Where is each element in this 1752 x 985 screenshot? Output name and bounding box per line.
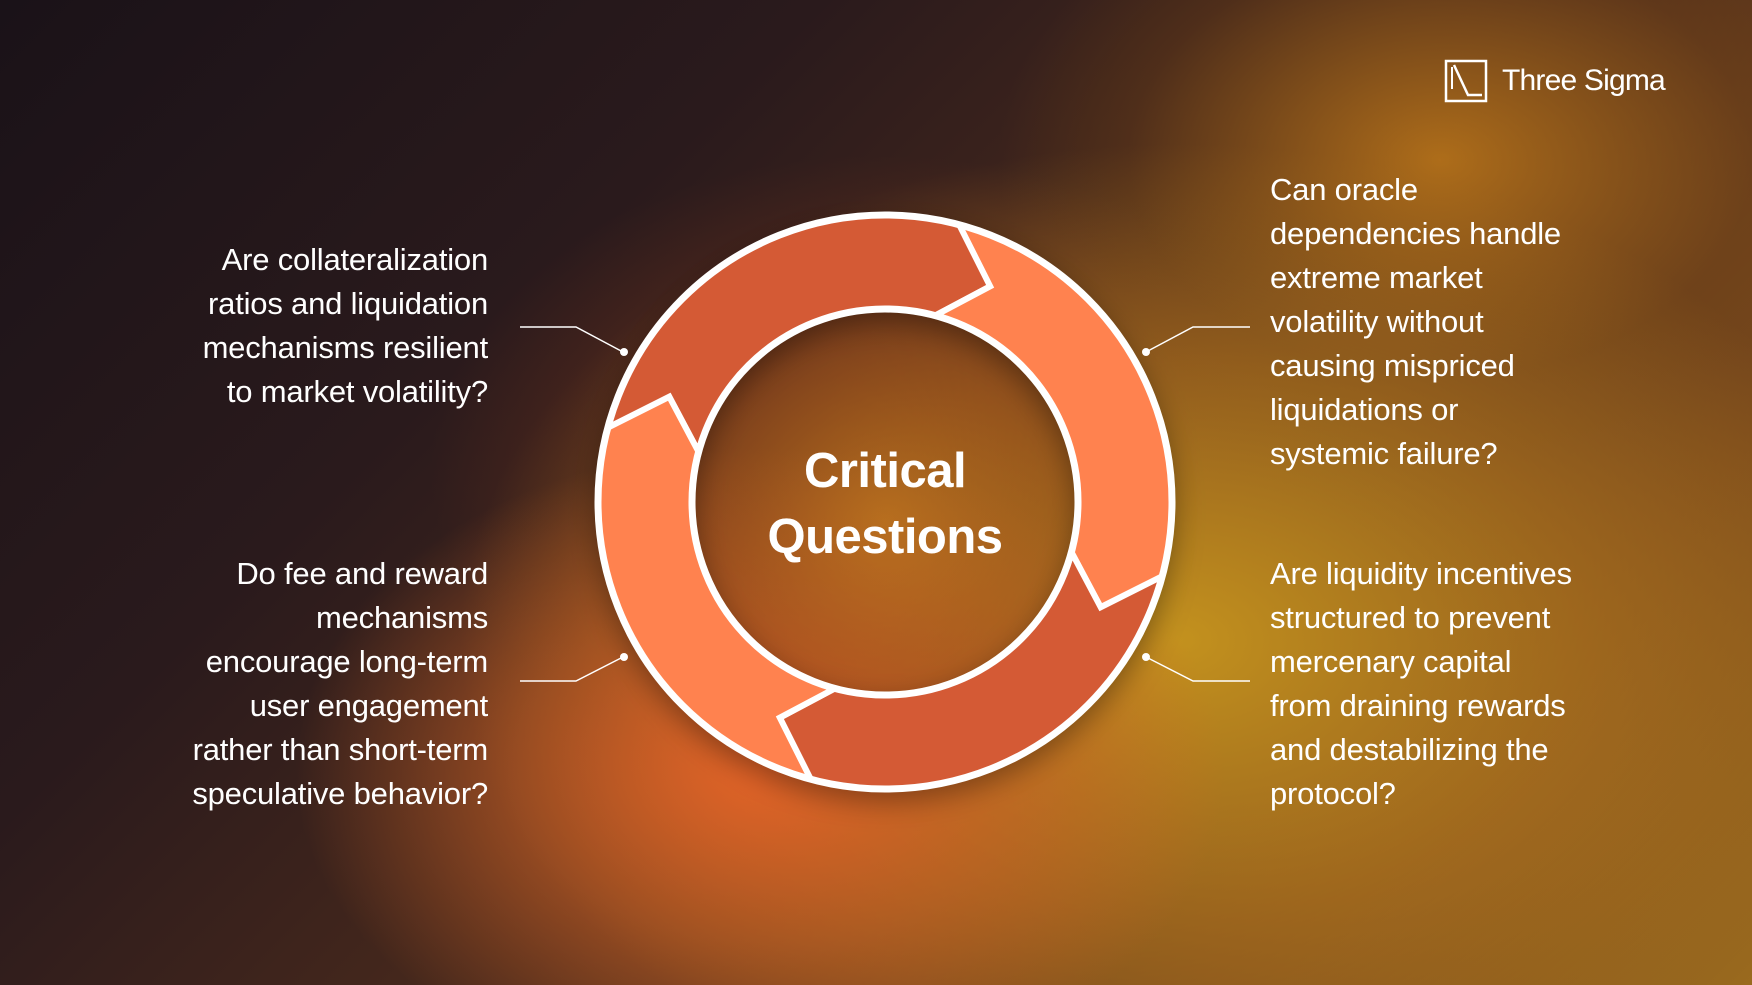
diagram-center-title: Critical Questions bbox=[767, 444, 1003, 564]
inner-circle bbox=[692, 309, 1078, 695]
connector-top-right bbox=[1142, 326, 1250, 356]
inner-ring-outline bbox=[688, 305, 1082, 699]
question-fee-reward: Do fee and reward mechanisms encourage l… bbox=[192, 556, 488, 811]
connector-bottom-right bbox=[1142, 653, 1250, 682]
question-liquidity-incentives: Are liquidity incentives structured to p… bbox=[1270, 556, 1572, 811]
question-collateralization: Are collateralization ratios and liquida… bbox=[202, 242, 489, 409]
question-oracle-dependencies: Can oracle dependencies handle extreme m… bbox=[1270, 172, 1561, 471]
brand-logo: Three Sigma bbox=[1444, 58, 1666, 104]
three-sigma-logo-icon bbox=[1444, 59, 1488, 103]
connector-top-left bbox=[520, 326, 628, 356]
connector-bottom-left bbox=[520, 653, 628, 682]
outer-ring-outline bbox=[594, 211, 1176, 793]
brand-name: Three Sigma bbox=[1502, 64, 1666, 97]
